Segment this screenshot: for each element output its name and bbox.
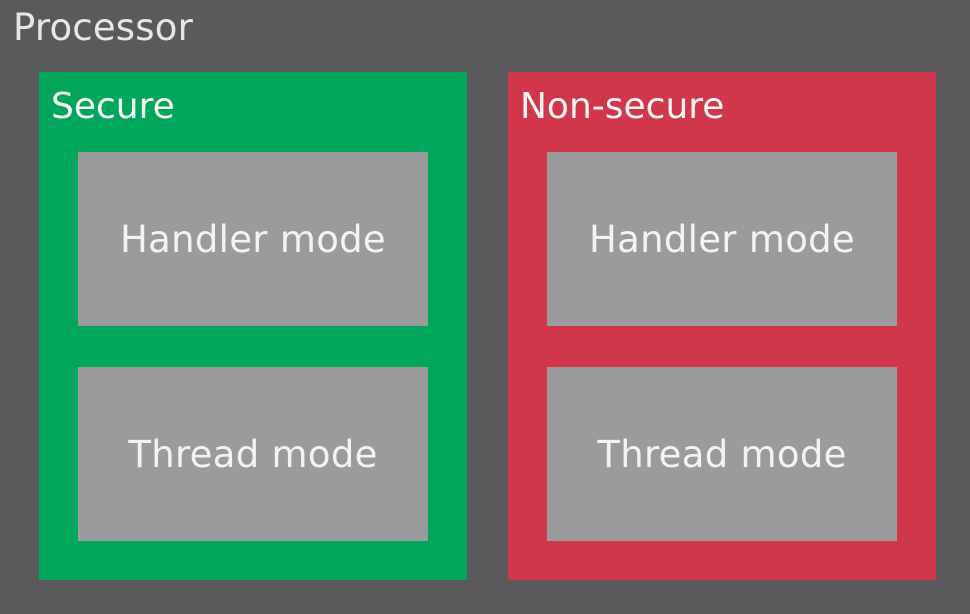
secure-handler-mode-label: Handler mode bbox=[120, 217, 386, 261]
processor-title: Processor bbox=[13, 6, 194, 49]
secure-thread-mode-box: Thread mode bbox=[78, 367, 428, 541]
nonsecure-handler-mode-box: Handler mode bbox=[547, 152, 897, 326]
secure-state-box: Secure Handler mode Thread mode bbox=[39, 72, 467, 580]
nonsecure-handler-mode-label: Handler mode bbox=[589, 217, 855, 261]
nonsecure-state-title: Non-secure bbox=[520, 86, 725, 127]
secure-state-title: Secure bbox=[51, 86, 175, 127]
secure-thread-mode-label: Thread mode bbox=[128, 432, 378, 476]
nonsecure-thread-mode-box: Thread mode bbox=[547, 367, 897, 541]
nonsecure-thread-mode-label: Thread mode bbox=[597, 432, 847, 476]
secure-handler-mode-box: Handler mode bbox=[78, 152, 428, 326]
nonsecure-state-box: Non-secure Handler mode Thread mode bbox=[508, 72, 936, 580]
